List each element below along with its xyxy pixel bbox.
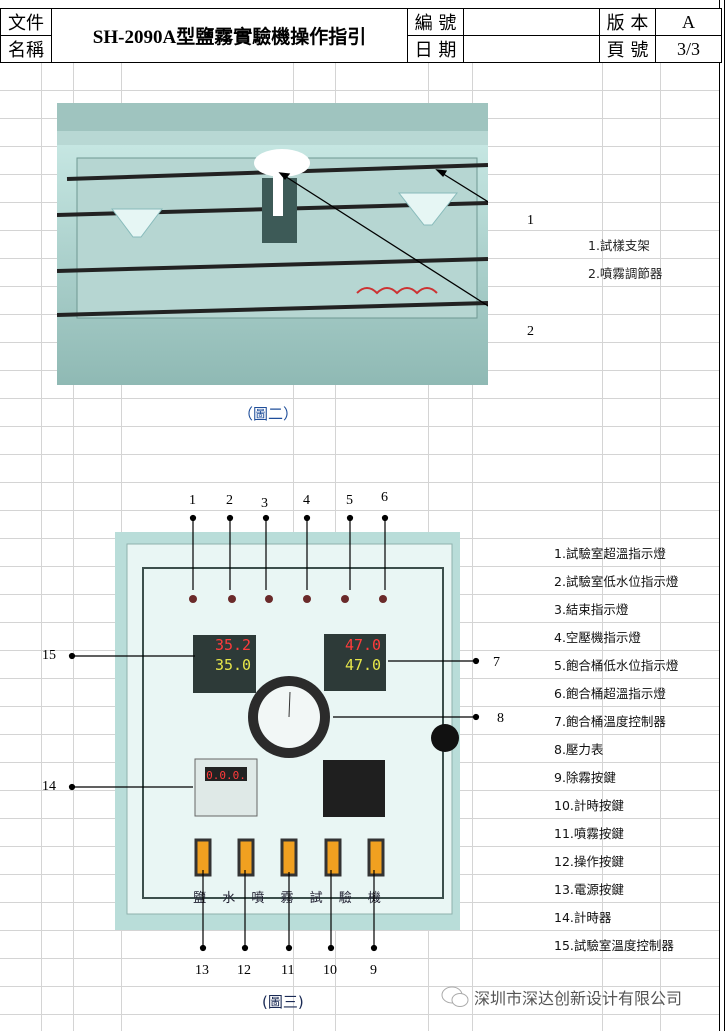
- legend-item: 11.噴霧按鍵: [554, 826, 624, 841]
- legend-item: 5.飽合桶低水位指示燈: [554, 658, 679, 673]
- panel-name: 鹽 水 噴 霧 試 驗 機: [193, 890, 387, 906]
- figure2-caption: （圖二）: [238, 405, 299, 423]
- version-value: A: [655, 8, 722, 36]
- document-header: 文件 SH-2090A型鹽霧實驗機操作指引 編 號 版 本 A 名稱 日 期 頁…: [0, 8, 722, 63]
- legend-item: 8.壓力表: [554, 742, 604, 757]
- legend-item: 2.試驗室低水位指示燈: [554, 574, 679, 589]
- legend-item: 15.試驗室溫度控制器: [554, 938, 674, 953]
- callout-7: 7: [493, 655, 500, 670]
- code-value: [463, 8, 600, 36]
- callout-14: 14: [42, 779, 56, 794]
- page-right-border: [719, 0, 725, 1031]
- legend-item: 6.飽合桶超溫指示燈: [554, 686, 666, 701]
- callout-5: 5: [346, 493, 353, 508]
- doc-name-label: 文件: [0, 8, 52, 36]
- sat-sv: 47.0: [345, 656, 381, 674]
- grid-col: [660, 62, 661, 1031]
- callout-1: 1: [527, 213, 534, 228]
- callout-15: 15: [42, 648, 56, 663]
- chamber-sv: 35.0: [215, 656, 251, 674]
- sat-pv: 47.0: [345, 636, 381, 654]
- watermark-text: 深圳市深达创新设计有限公司: [474, 989, 683, 1008]
- doc-title: SH-2090A型鹽霧實驗機操作指引: [51, 8, 408, 63]
- legend-item: 10.計時按鍵: [554, 798, 624, 813]
- callout-8: 8: [497, 711, 504, 726]
- callout-9: 9: [370, 963, 377, 978]
- callout-3: 3: [261, 496, 268, 511]
- callout-4: 4: [303, 493, 310, 508]
- legend-item: 4.空壓機指示燈: [554, 630, 641, 645]
- legend-item: 1.試樣支架: [588, 238, 650, 253]
- page-value: 3/3: [655, 35, 722, 63]
- callout-6: 6: [381, 490, 388, 505]
- timer-display: 0.0.0.: [206, 769, 246, 782]
- grid-col: [602, 62, 603, 1031]
- figure3-legend: 1.試驗室超溫指示燈 2.試驗室低水位指示燈 3.結束指示燈 4.空壓機指示燈 …: [554, 540, 678, 960]
- callout-arrows: [68, 514, 480, 952]
- figure3-caption: (圖三): [262, 993, 304, 1011]
- callout-10: 10: [323, 963, 337, 978]
- watermark: 深圳市深达创新设计有限公司: [440, 985, 682, 1009]
- page-label: 頁 號: [599, 35, 656, 63]
- date-value: [463, 35, 600, 63]
- legend-item: 12.操作按鍵: [554, 854, 624, 869]
- callout-2: 2: [527, 324, 534, 339]
- legend-item: 3.結束指示燈: [554, 602, 629, 617]
- legend-item: 7.飽合桶溫度控制器: [554, 714, 666, 729]
- version-label: 版 本: [599, 8, 656, 36]
- salt-spray-chamber-photo: [57, 103, 488, 385]
- callout-11: 11: [281, 963, 295, 978]
- legend-item: 9.除霧按鍵: [554, 770, 616, 785]
- callout-13: 13: [195, 963, 209, 978]
- figure2-legend: 1.試樣支架 2.噴霧調節器: [588, 232, 662, 288]
- legend-item: 1.試驗室超溫指示燈: [554, 546, 666, 561]
- doc-name-label-2: 名稱: [0, 35, 52, 63]
- date-label: 日 期: [407, 35, 464, 63]
- grid-col: [41, 62, 42, 1031]
- grid-col: [73, 62, 74, 1031]
- callout-1: 1: [189, 493, 196, 508]
- callout-12: 12: [237, 963, 251, 978]
- legend-item: 2.噴霧調節器: [588, 266, 663, 281]
- control-panel-photo: 35.2 35.0 47.0 47.0 0.0.0. 鹽 水 噴 霧 試 驗 機: [115, 532, 460, 930]
- wechat-icon: [441, 986, 469, 1007]
- callout-2: 2: [226, 493, 233, 508]
- code-label: 編 號: [407, 8, 464, 36]
- grid-col: [472, 62, 473, 1031]
- legend-item: 13.電源按鍵: [554, 882, 624, 897]
- legend-item: 14.計時器: [554, 910, 612, 925]
- chamber-pv: 35.2: [215, 636, 251, 654]
